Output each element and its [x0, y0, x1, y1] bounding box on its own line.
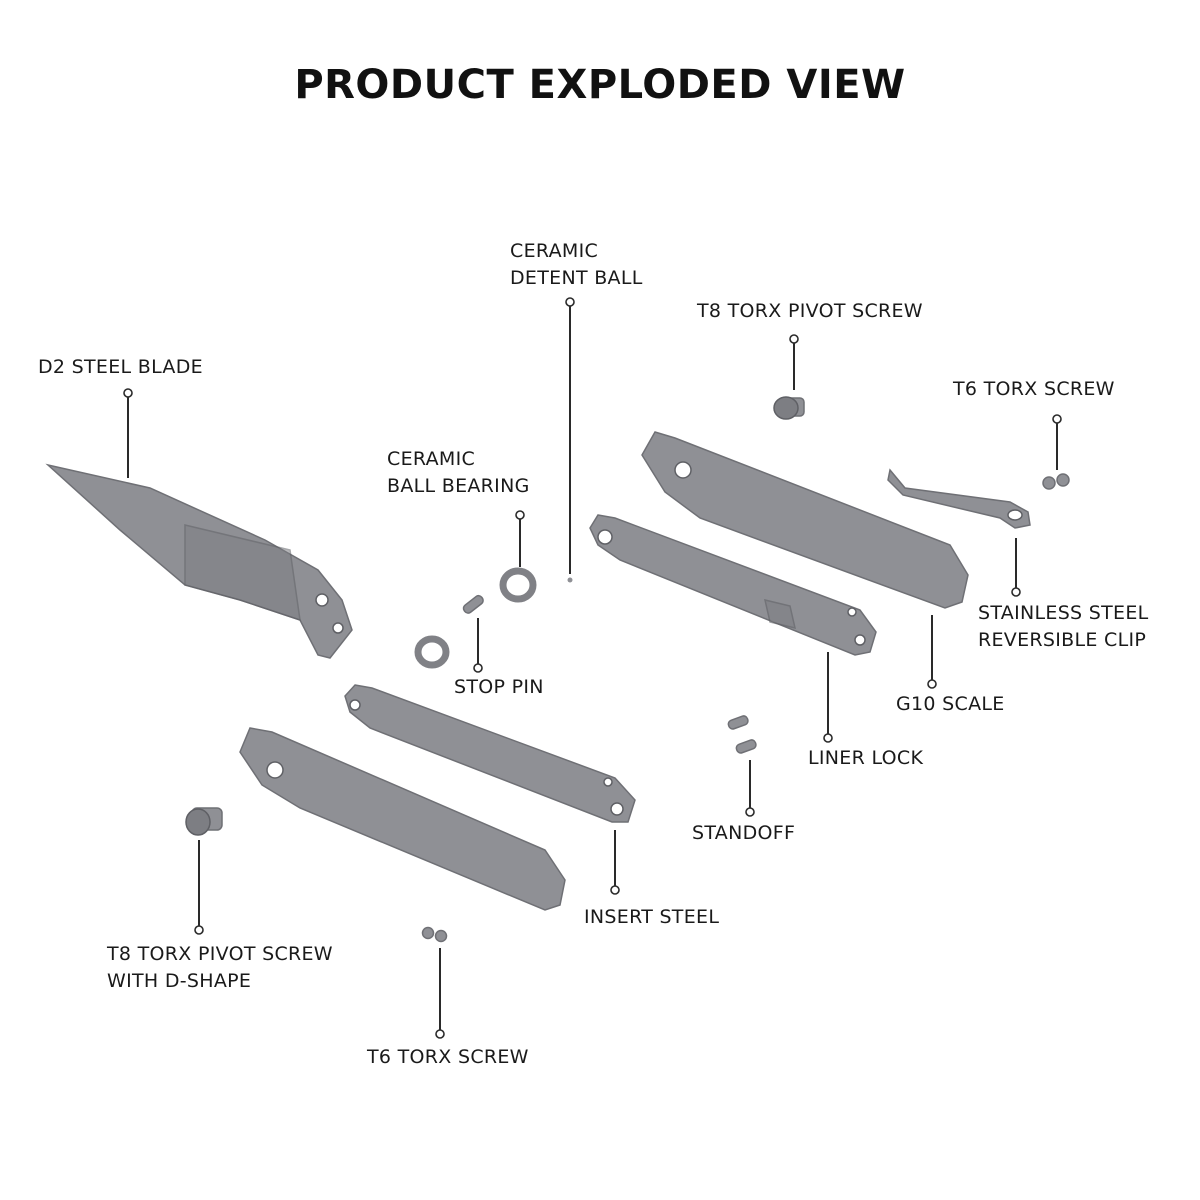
label-d2-steel-blade: D2 STEEL BLADE — [38, 356, 203, 378]
t6-torx-screw-top — [1042, 473, 1070, 490]
label-liner-lock: LINER LOCK — [808, 747, 924, 769]
label-ceramic-ball-bearing: CERAMIC BALL BEARING — [387, 448, 530, 497]
label-t6-torx-screw-bottom: T6 TORX SCREW — [367, 1046, 529, 1068]
label-t8-torx-pivot-screw: T8 TORX PIVOT SCREW — [697, 300, 923, 322]
ceramic-ball-bearing — [499, 567, 537, 603]
t6-torx-screw-bottom — [421, 926, 448, 943]
stainless-steel-reversible-clip — [887, 468, 1031, 529]
stop-pin — [462, 594, 484, 614]
front-handle-scale — [239, 727, 566, 911]
label-stainless-steel-reversible-clip: STAINLESS STEEL REVERSIBLE CLIP — [978, 602, 1149, 651]
label-insert-steel: INSERT STEEL — [584, 906, 720, 928]
standoff — [727, 715, 757, 754]
liner-lock — [589, 514, 877, 656]
label-stop-pin: STOP PIN — [454, 676, 544, 698]
label-t8-torx-pivot-screw-d-shape: T8 TORX PIVOT SCREW WITH D-SHAPE — [107, 943, 333, 992]
ceramic-ball-bearing-second — [414, 635, 450, 669]
insert-steel — [344, 684, 636, 823]
label-ceramic-detent-ball: CERAMIC DETENT BALL — [510, 240, 643, 289]
label-t6-torx-screw-top: T6 TORX SCREW — [953, 378, 1115, 400]
diagram-title: PRODUCT EXPLODED VIEW — [294, 62, 906, 108]
ceramic-detent-ball — [567, 577, 573, 583]
t8-torx-pivot-screw — [773, 396, 805, 420]
d2-steel-blade — [45, 463, 353, 659]
leader-lines — [123, 297, 1062, 1039]
g10-scale — [641, 431, 969, 609]
t8-torx-pivot-screw-d-shape — [185, 807, 223, 836]
label-g10-scale: G10 SCALE — [896, 693, 1005, 715]
label-standoff: STANDOFF — [692, 822, 796, 844]
